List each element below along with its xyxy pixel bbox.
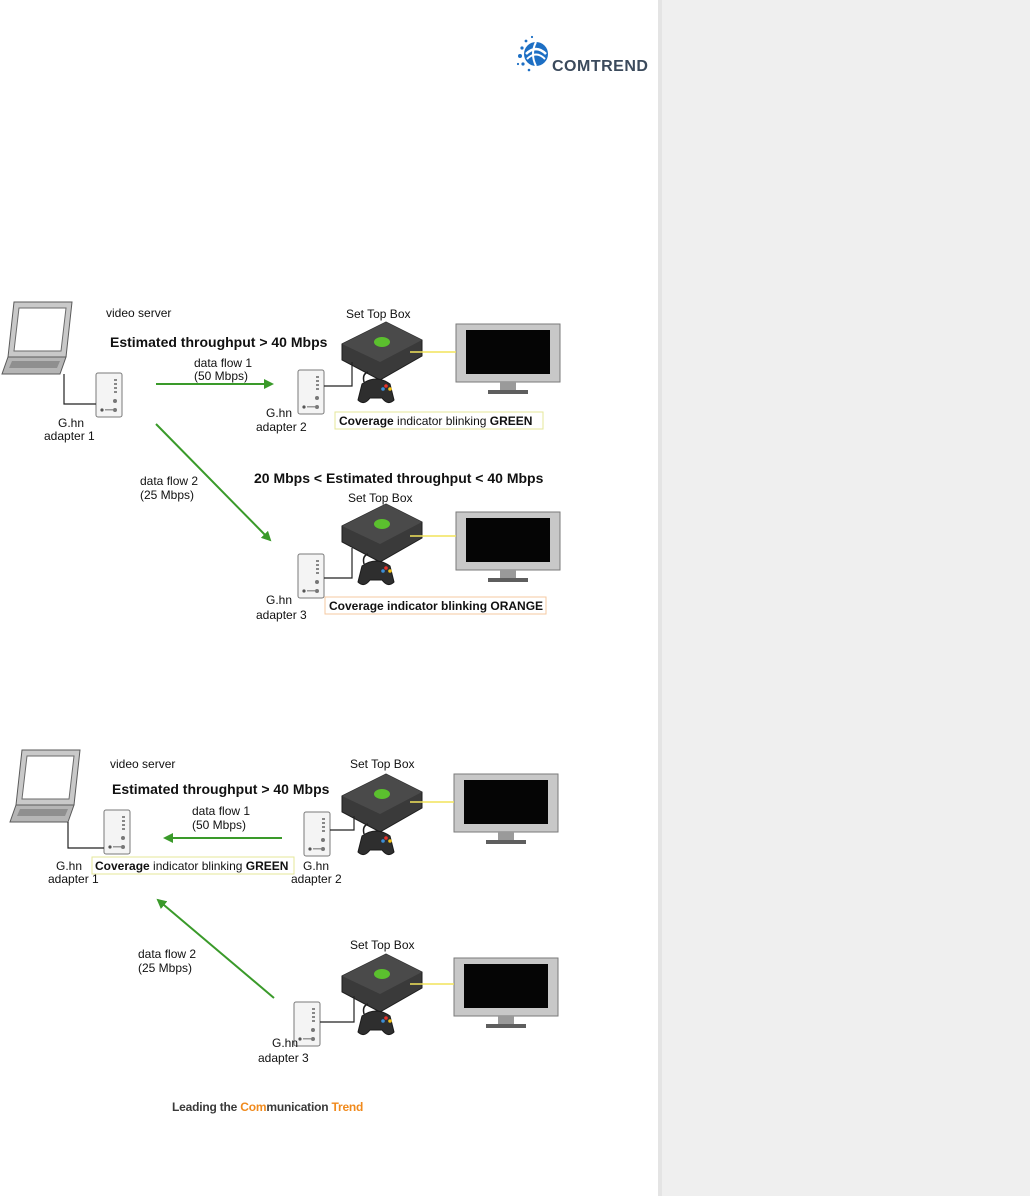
stb-bottom-label: Set Top Box xyxy=(348,491,413,505)
set-top-box-1-icon xyxy=(341,321,423,404)
stb-bottom-label-2: Set Top Box xyxy=(350,938,415,952)
flow-2-label: data flow 2 xyxy=(140,474,198,488)
diagram-2: video server G.hn adapter 1 Coverage ind… xyxy=(9,749,559,1065)
flow-2-arrow xyxy=(155,423,272,542)
stb-top-label: Set Top Box xyxy=(346,307,411,321)
adapter-2b-icon xyxy=(303,811,331,857)
adapter-1-label-line1: G.hn xyxy=(58,416,84,430)
stb-top-label-2: Set Top Box xyxy=(350,757,415,771)
adapter-1b-label-line1: G.hn xyxy=(56,859,82,873)
adapter-1-icon xyxy=(95,372,123,418)
tv-3-icon xyxy=(453,773,559,845)
adapter-3-icon xyxy=(297,553,325,599)
footer-tagline: Leading the Communication Trend xyxy=(172,1100,364,1114)
flow-1b-rate: (50 Mbps) xyxy=(192,818,246,832)
diagram-1: video server G.hn adapter 1 Estimated th… xyxy=(1,301,561,622)
ghn-coverage-diagram: video server G.hn adapter 1 Estimated th… xyxy=(1,301,561,1065)
indicator-green-box xyxy=(334,411,544,430)
comtrend-logo: COMTREND xyxy=(516,34,662,80)
flow-2b-label: data flow 2 xyxy=(138,947,196,961)
flow-2b-rate: (25 Mbps) xyxy=(138,961,192,975)
globe-logo-icon xyxy=(516,35,548,72)
set-top-box-2-icon xyxy=(341,503,423,586)
adapter-1-label-line2: adapter 1 xyxy=(44,429,95,443)
laptop-2-cable xyxy=(67,822,104,849)
set-top-box-3-icon xyxy=(341,773,423,856)
adapter-2b-cable xyxy=(330,816,355,831)
indicator-green-box-2 xyxy=(91,856,295,875)
tv-1-icon xyxy=(455,323,561,395)
adapter-2b-label-line2: adapter 2 xyxy=(291,872,342,886)
indicator-green-text-2: Coverage indicator blinking GREEN xyxy=(95,859,288,873)
indicator-orange-box xyxy=(324,596,547,615)
comment-margin xyxy=(662,0,1030,1196)
video-server-laptop-icon xyxy=(1,301,73,375)
adapter-1b-icon xyxy=(103,809,131,855)
adapter-3b-label-line2: adapter 3 xyxy=(258,1051,309,1065)
estimate-orange-heading: 20 Mbps < Estimated throughput < 40 Mbps xyxy=(254,470,544,486)
adapter-1b-label-line2: adapter 1 xyxy=(48,872,99,886)
flow-2b-arrow xyxy=(156,898,275,999)
adapter-3b-label-line1: G.hn xyxy=(272,1036,298,1050)
video-server-laptop-2-icon xyxy=(9,749,81,823)
tv-2-icon xyxy=(455,511,561,583)
indicator-orange-text: Coverage indicator blinking ORANGE xyxy=(329,599,543,613)
flow-1-rate: (50 Mbps) xyxy=(194,369,248,383)
adapter-2-label-line2: adapter 2 xyxy=(256,420,307,434)
video-server-label-2: video server xyxy=(110,757,175,771)
adapter-3-label-line2: adapter 3 xyxy=(256,608,307,622)
laptop-cable xyxy=(63,374,96,405)
estimate-green-heading-2: Estimated throughput > 40 Mbps xyxy=(112,781,330,797)
adapter-3-label-line1: G.hn xyxy=(266,593,292,607)
flow-1-label: data flow 1 xyxy=(194,356,252,370)
logo-text: COMTREND xyxy=(552,58,649,75)
flow-2-rate: (25 Mbps) xyxy=(140,488,194,502)
adapter-2b-label-line1: G.hn xyxy=(303,859,329,873)
adapter-2-cable xyxy=(324,362,353,387)
estimate-green-heading: Estimated throughput > 40 Mbps xyxy=(110,334,328,350)
video-server-label: video server xyxy=(106,306,171,320)
adapter-2-label-line1: G.hn xyxy=(266,406,292,420)
page-edge xyxy=(658,0,662,1196)
adapter-2-icon xyxy=(297,369,325,415)
adapter-3-cable xyxy=(324,548,353,579)
flow-1b-label: data flow 1 xyxy=(192,804,250,818)
tv-4-icon xyxy=(453,957,559,1029)
adapter-3b-cable xyxy=(320,996,355,1023)
indicator-green-text: Coverage indicator blinking GREEN xyxy=(339,414,532,428)
